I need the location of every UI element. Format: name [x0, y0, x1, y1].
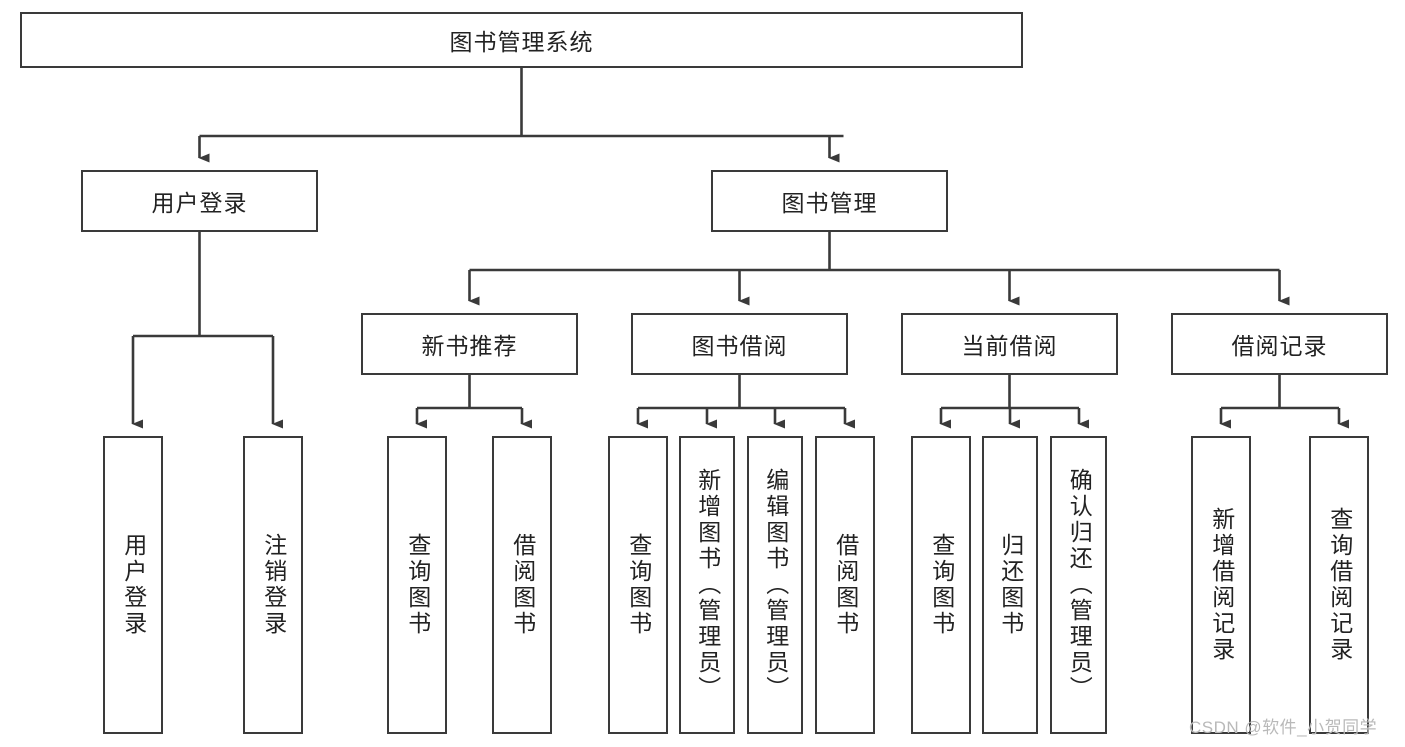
node-book-management[interactable]: 图书管理: [711, 170, 948, 232]
leaf-current-confirm-return[interactable]: 确认归还（管理员）: [1050, 436, 1107, 734]
leaf-borrow-add-book[interactable]: 新增图书（管理员）: [679, 436, 735, 734]
node-root[interactable]: 图书管理系统: [20, 12, 1023, 68]
leaf-new-book-query[interactable]: 查询图书: [387, 436, 447, 734]
leaf-label: 查询图书: [404, 533, 431, 637]
node-book-management-label: 图书管理: [781, 190, 878, 216]
leaf-user-login-login[interactable]: 用户登录: [103, 436, 163, 734]
node-borrow-record-label: 借阅记录: [1231, 333, 1328, 359]
watermark: CSDN @软件_小贺同学: [1189, 718, 1378, 737]
leaf-user-login-logout[interactable]: 注销登录: [243, 436, 303, 734]
node-book-borrow-label: 图书借阅: [691, 333, 788, 359]
node-user-login[interactable]: 用户登录: [81, 170, 318, 232]
node-book-borrow[interactable]: 图书借阅: [631, 313, 848, 375]
leaf-label: 借阅图书: [509, 533, 536, 637]
leaf-borrow-query-book[interactable]: 查询图书: [608, 436, 668, 734]
node-current-borrow-label: 当前借阅: [961, 333, 1058, 359]
leaf-label: 查询图书: [625, 533, 652, 637]
leaf-label: 归还图书: [997, 533, 1024, 637]
leaf-label: 确认归还（管理员）: [1066, 468, 1093, 702]
node-new-book-recommend-label: 新书推荐: [421, 333, 518, 359]
node-current-borrow[interactable]: 当前借阅: [901, 313, 1118, 375]
leaf-new-book-borrow[interactable]: 借阅图书: [492, 436, 552, 734]
node-root-label: 图书管理系统: [449, 29, 594, 55]
leaf-current-query-book[interactable]: 查询图书: [911, 436, 971, 734]
leaf-label: 用户登录: [120, 533, 147, 637]
leaf-label: 新增图书（管理员）: [694, 468, 721, 702]
leaf-borrow-edit-book[interactable]: 编辑图书（管理员）: [747, 436, 803, 734]
node-user-login-label: 用户登录: [151, 190, 248, 216]
leaf-label: 查询图书: [928, 533, 955, 637]
node-new-book-recommend[interactable]: 新书推荐: [361, 313, 578, 375]
node-borrow-record[interactable]: 借阅记录: [1171, 313, 1388, 375]
leaf-record-add[interactable]: 新增借阅记录: [1191, 436, 1251, 734]
leaf-record-query[interactable]: 查询借阅记录: [1309, 436, 1369, 734]
leaf-borrow-borrow-book[interactable]: 借阅图书: [815, 436, 875, 734]
leaf-label: 编辑图书（管理员）: [762, 468, 789, 702]
leaf-current-return-book[interactable]: 归还图书: [982, 436, 1038, 734]
leaf-label: 查询借阅记录: [1326, 507, 1353, 663]
leaf-label: 新增借阅记录: [1208, 507, 1235, 663]
leaf-label: 借阅图书: [832, 533, 859, 637]
leaf-label: 注销登录: [260, 533, 287, 637]
